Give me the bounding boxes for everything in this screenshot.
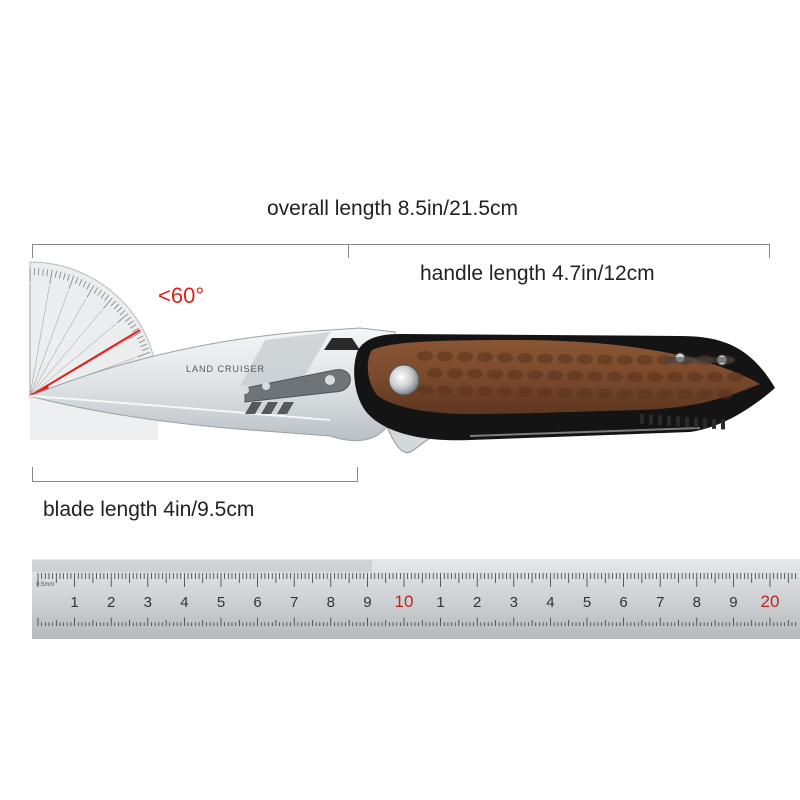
ruler-number: 2 bbox=[473, 594, 481, 611]
ruler-number: 2 bbox=[107, 594, 115, 611]
ruler-number: 9 bbox=[363, 594, 371, 611]
ruler-number: 5 bbox=[217, 594, 225, 611]
ruler-number: 7 bbox=[656, 594, 664, 611]
blade-length-bracket bbox=[32, 481, 358, 482]
overall-length-bracket bbox=[32, 244, 770, 245]
ruler-number: 4 bbox=[546, 594, 554, 611]
blade-brand-text: LAND CRUISER bbox=[186, 364, 265, 374]
ruler-number: 3 bbox=[510, 594, 518, 611]
overall-bracket-tick-mid bbox=[348, 244, 349, 258]
ruler-number: 10 bbox=[395, 592, 414, 611]
blade-bracket-tick-right bbox=[357, 467, 358, 481]
angle-label: <60° bbox=[158, 283, 205, 308]
ruler-number: 1 bbox=[70, 594, 78, 611]
steel-ruler: 123456789101234567892012 0.5mm bbox=[32, 559, 800, 639]
ruler-number: 3 bbox=[144, 594, 152, 611]
ruler-number: 4 bbox=[180, 594, 188, 611]
ruler-number: 5 bbox=[583, 594, 591, 611]
ruler-number: 9 bbox=[729, 594, 737, 611]
handle-length-label: handle length 4.7in/12cm bbox=[420, 262, 655, 285]
ruler-unit-label: 0.5mm bbox=[36, 582, 54, 588]
ruler-number: 8 bbox=[693, 594, 701, 611]
ruler-number: 8 bbox=[327, 594, 335, 611]
blade-length-label: blade length 4in/9.5cm bbox=[43, 498, 255, 521]
knife-handle bbox=[354, 334, 775, 441]
ruler-number: 6 bbox=[619, 594, 627, 611]
ruler-number: 1 bbox=[436, 594, 444, 611]
blade-bracket-tick-left bbox=[32, 467, 33, 481]
ruler-number: 20 bbox=[761, 592, 780, 611]
ruler-number: 7 bbox=[290, 594, 298, 611]
ruler-number: 6 bbox=[253, 594, 261, 611]
overall-length-label: overall length 8.5in/21.5cm bbox=[267, 197, 518, 220]
overall-bracket-tick-right bbox=[769, 244, 770, 258]
overall-bracket-tick-left bbox=[32, 244, 33, 258]
liner-lock-bar bbox=[241, 369, 351, 414]
